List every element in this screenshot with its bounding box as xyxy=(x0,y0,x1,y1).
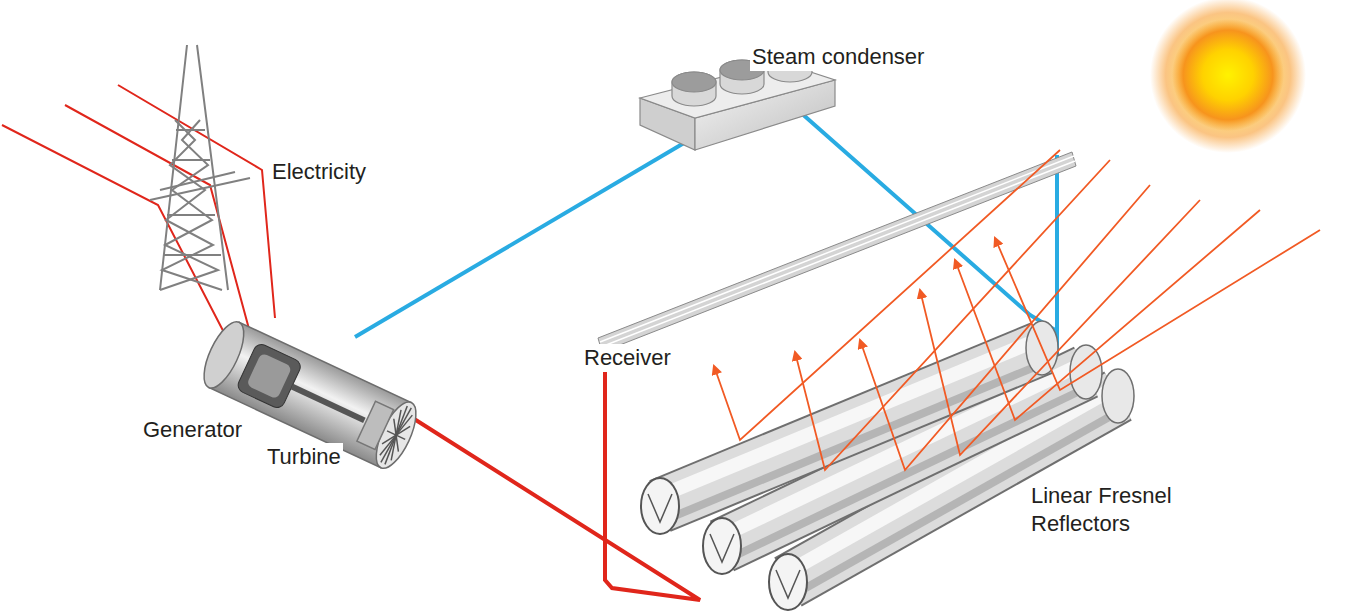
fresnel-reflector xyxy=(641,321,1058,534)
receiver xyxy=(598,152,1076,352)
steam-condenser xyxy=(672,72,716,92)
hot-pipe xyxy=(400,352,700,600)
pylon xyxy=(160,120,218,290)
fresnel-reflector xyxy=(710,534,734,562)
turbine-generator xyxy=(396,435,405,439)
sun-ray xyxy=(714,150,1060,440)
turbine-generator xyxy=(353,393,418,468)
receiver xyxy=(598,152,1076,352)
power-line xyxy=(65,105,252,340)
fresnel-reflector xyxy=(1070,345,1102,399)
part-label: Steam condenser xyxy=(750,43,926,71)
fresnel-reflector xyxy=(648,494,672,522)
part-label: Linear Fresnel Reflectors xyxy=(1029,482,1203,538)
fresnel-reflector xyxy=(1102,369,1134,423)
part-label: Receiver xyxy=(582,344,673,372)
sun xyxy=(1150,0,1306,153)
fresnel-reflector xyxy=(703,518,741,574)
power-line xyxy=(2,85,275,348)
part-label: Electricity xyxy=(270,158,368,186)
steam-condenser xyxy=(672,72,716,106)
receiver xyxy=(600,156,1075,347)
part-label: Turbine xyxy=(265,443,343,471)
steam-pipe xyxy=(355,143,684,337)
turbine-generator xyxy=(236,342,303,410)
sun-ray xyxy=(714,150,1320,470)
turbine-generator xyxy=(387,431,396,435)
fresnel-reflector xyxy=(641,478,679,534)
turbine-generator xyxy=(292,387,365,421)
sun-ray xyxy=(955,210,1260,420)
part-label: Generator xyxy=(141,416,244,444)
power-line xyxy=(118,85,275,318)
pylon xyxy=(163,130,221,255)
fresnel-reflector xyxy=(769,554,807,610)
turbine-generator xyxy=(396,423,410,439)
turbine-generator xyxy=(246,352,292,399)
turbine-generator xyxy=(196,316,424,473)
fresnel-reflector xyxy=(660,348,1042,506)
fresnel-reflector xyxy=(660,348,1042,506)
sun-ray xyxy=(860,185,1150,470)
sun-ray xyxy=(995,230,1320,390)
pylon xyxy=(160,45,228,290)
fresnel-reflector xyxy=(776,570,800,598)
sun xyxy=(1150,0,1306,153)
sun xyxy=(1172,19,1284,131)
pylon xyxy=(150,45,250,290)
turbine-generator xyxy=(382,431,396,447)
sun-ray xyxy=(920,200,1200,455)
fresnel-reflector xyxy=(660,338,1042,496)
fresnel-reflector xyxy=(641,321,1134,610)
turbine-generator xyxy=(357,401,394,449)
